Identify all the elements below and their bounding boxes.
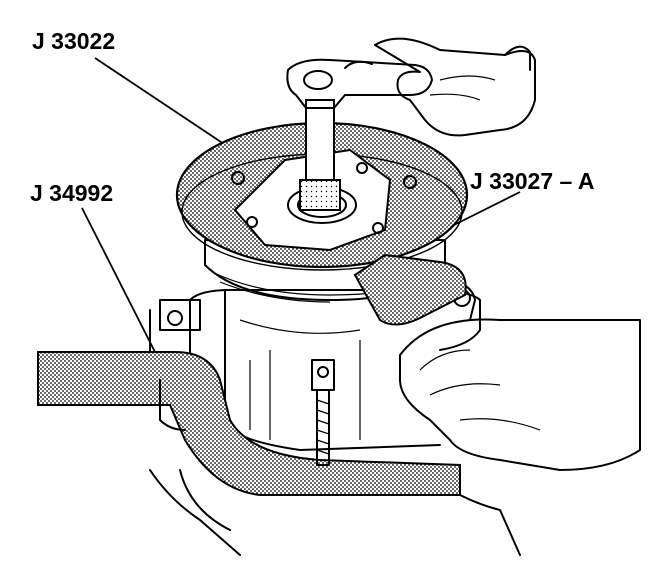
center-bolt	[311, 359, 335, 466]
callout-j33027a: J 33027 – A	[470, 168, 595, 194]
fixture-arm	[37, 351, 461, 496]
lower-detail	[149, 469, 521, 556]
base-fixture-j34992	[37, 351, 461, 496]
spanner-j33027a	[233, 148, 467, 326]
leader-j33027a	[451, 191, 521, 227]
callout-j33022: J 33022	[32, 28, 116, 54]
forcing-screw-j33022	[299, 99, 341, 211]
leader-j34992	[81, 207, 156, 353]
callout-j34992: J 34992	[30, 180, 114, 206]
spanner-handle	[353, 253, 467, 326]
hand-upper	[374, 37, 536, 137]
hand-lower	[399, 318, 641, 471]
ratchet-wrench	[286, 58, 433, 109]
